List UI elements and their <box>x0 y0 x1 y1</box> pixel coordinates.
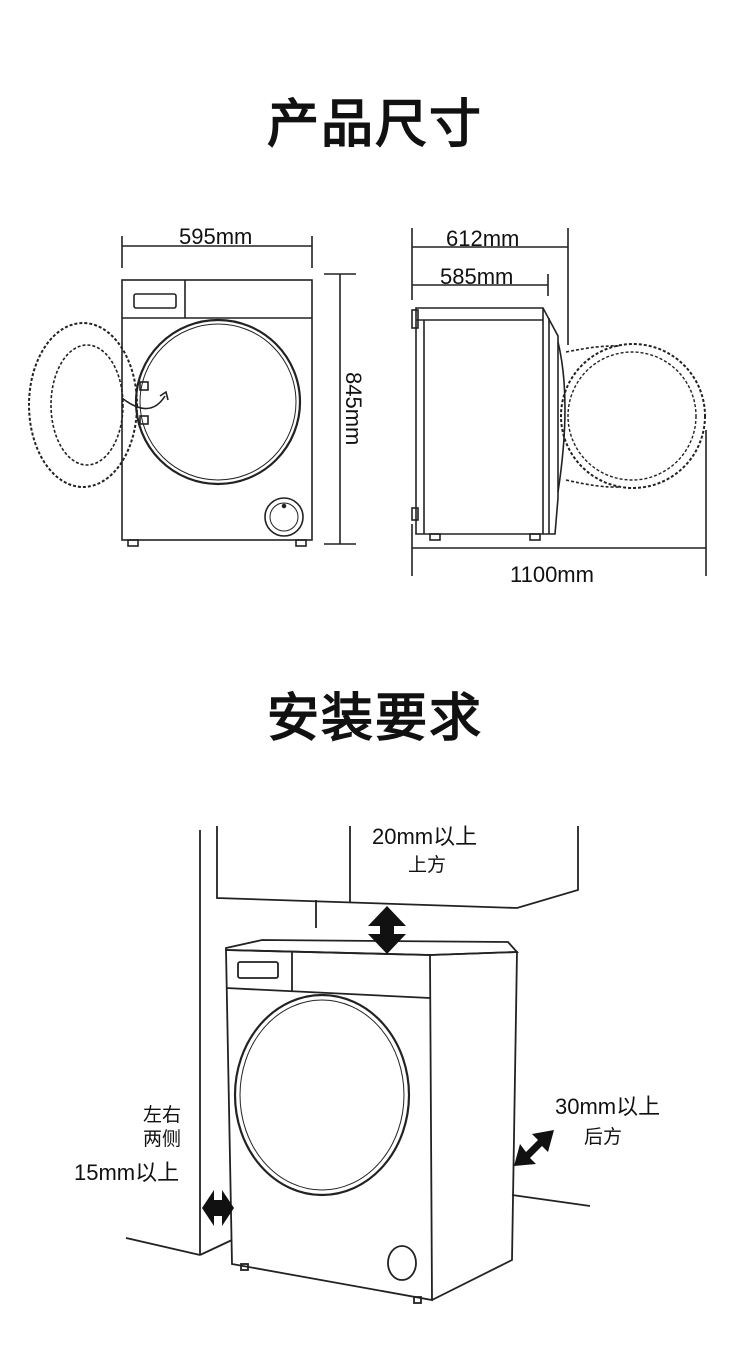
depth-body-label: 585mm <box>440 264 514 289</box>
product-dimensions-title: 产品尺寸 <box>266 95 483 155</box>
top-clearance-value: 20mm以上 <box>372 824 478 849</box>
width-label: 595mm <box>179 224 253 249</box>
machine-front <box>225 949 433 1302</box>
front-view-body <box>121 279 313 541</box>
top-clearance-side: 上方 <box>408 854 447 876</box>
side-clearance-side-line1: 左右 <box>143 1104 182 1126</box>
top-clearance-arrow <box>368 906 406 954</box>
installation-requirements-title: 安装要求 <box>266 689 483 749</box>
depth-total-label: 612mm <box>446 226 520 251</box>
side-clearance-side-line2: 两侧 <box>143 1128 182 1150</box>
back-clearance-arrow <box>514 1130 554 1166</box>
back-clearance-side: 后方 <box>584 1126 623 1148</box>
dimension-diagrams <box>28 228 707 576</box>
depth-door-open-label: 1100mm <box>510 562 594 587</box>
side-clearance-arrow <box>202 1190 234 1226</box>
side-clearance-value: 15mm以上 <box>74 1160 180 1185</box>
back-clearance-value: 30mm以上 <box>555 1094 661 1119</box>
